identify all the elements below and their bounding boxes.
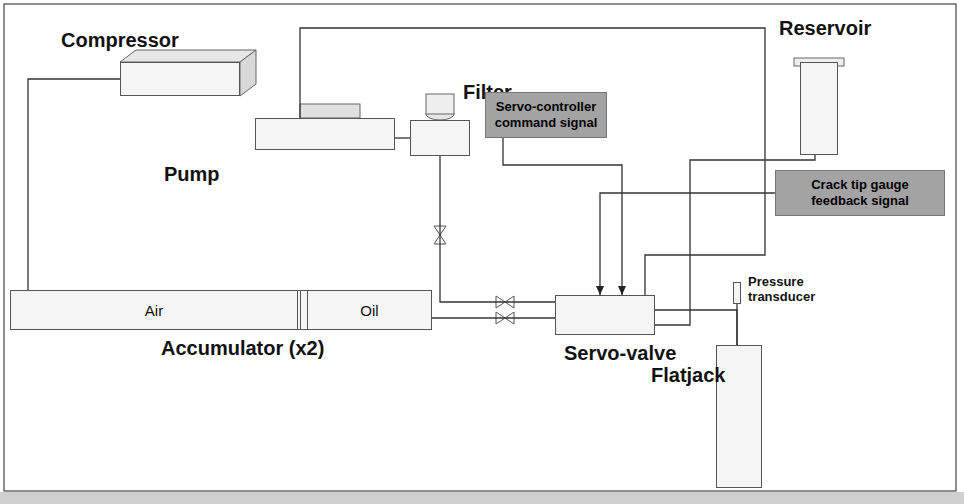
pump: Pump — [255, 118, 395, 150]
pipe-line — [736, 304, 737, 345]
servo-valve: Servo-valve — [555, 295, 655, 335]
signal-arrow — [503, 138, 622, 295]
flatjack: Flatjack — [716, 345, 762, 488]
scan-shadow — [0, 492, 964, 504]
part-label: Pump — [164, 163, 220, 186]
compressor-top — [120, 50, 256, 62]
pipe-line — [300, 28, 765, 295]
chamber-label: Air — [145, 302, 163, 319]
signal-label: Servo-controller command signal — [492, 99, 600, 130]
pipe-line — [28, 79, 120, 291]
part-label: Accumulator (x2) — [161, 337, 324, 360]
pipe-line — [431, 317, 555, 318]
pipe-line — [440, 156, 555, 302]
filter-body — [426, 94, 454, 114]
part-label: Compressor — [61, 29, 179, 52]
compressor: Compressor — [120, 62, 240, 96]
pump-motor — [300, 104, 360, 118]
feedback-signal-box: Crack tip gauge feedback signal — [775, 170, 945, 216]
filter: Filter — [410, 120, 470, 156]
part-label: Servo-valve — [564, 342, 676, 365]
pipe-line — [655, 310, 737, 345]
compressor-side — [240, 50, 256, 96]
part-label: Pressure transducer — [748, 275, 840, 305]
pipe-line — [395, 137, 410, 138]
part-label: Flatjack — [651, 364, 725, 387]
part-label: Reservoir — [779, 17, 871, 40]
air-chamber: Air — [11, 291, 301, 329]
accumulator: Accumulator (x2)AirOil — [10, 290, 432, 330]
oil-chamber: Oil — [307, 291, 431, 329]
valve-symbols — [434, 226, 514, 324]
chamber-label: Oil — [360, 302, 378, 319]
pressure-transducer: Pressure transducer — [733, 282, 741, 304]
signal-label: Crack tip gauge feedback signal — [782, 177, 938, 208]
reservoir: Reservoir — [800, 62, 838, 155]
frame — [4, 4, 956, 491]
command-signal-box: Servo-controller command signal — [485, 92, 607, 138]
